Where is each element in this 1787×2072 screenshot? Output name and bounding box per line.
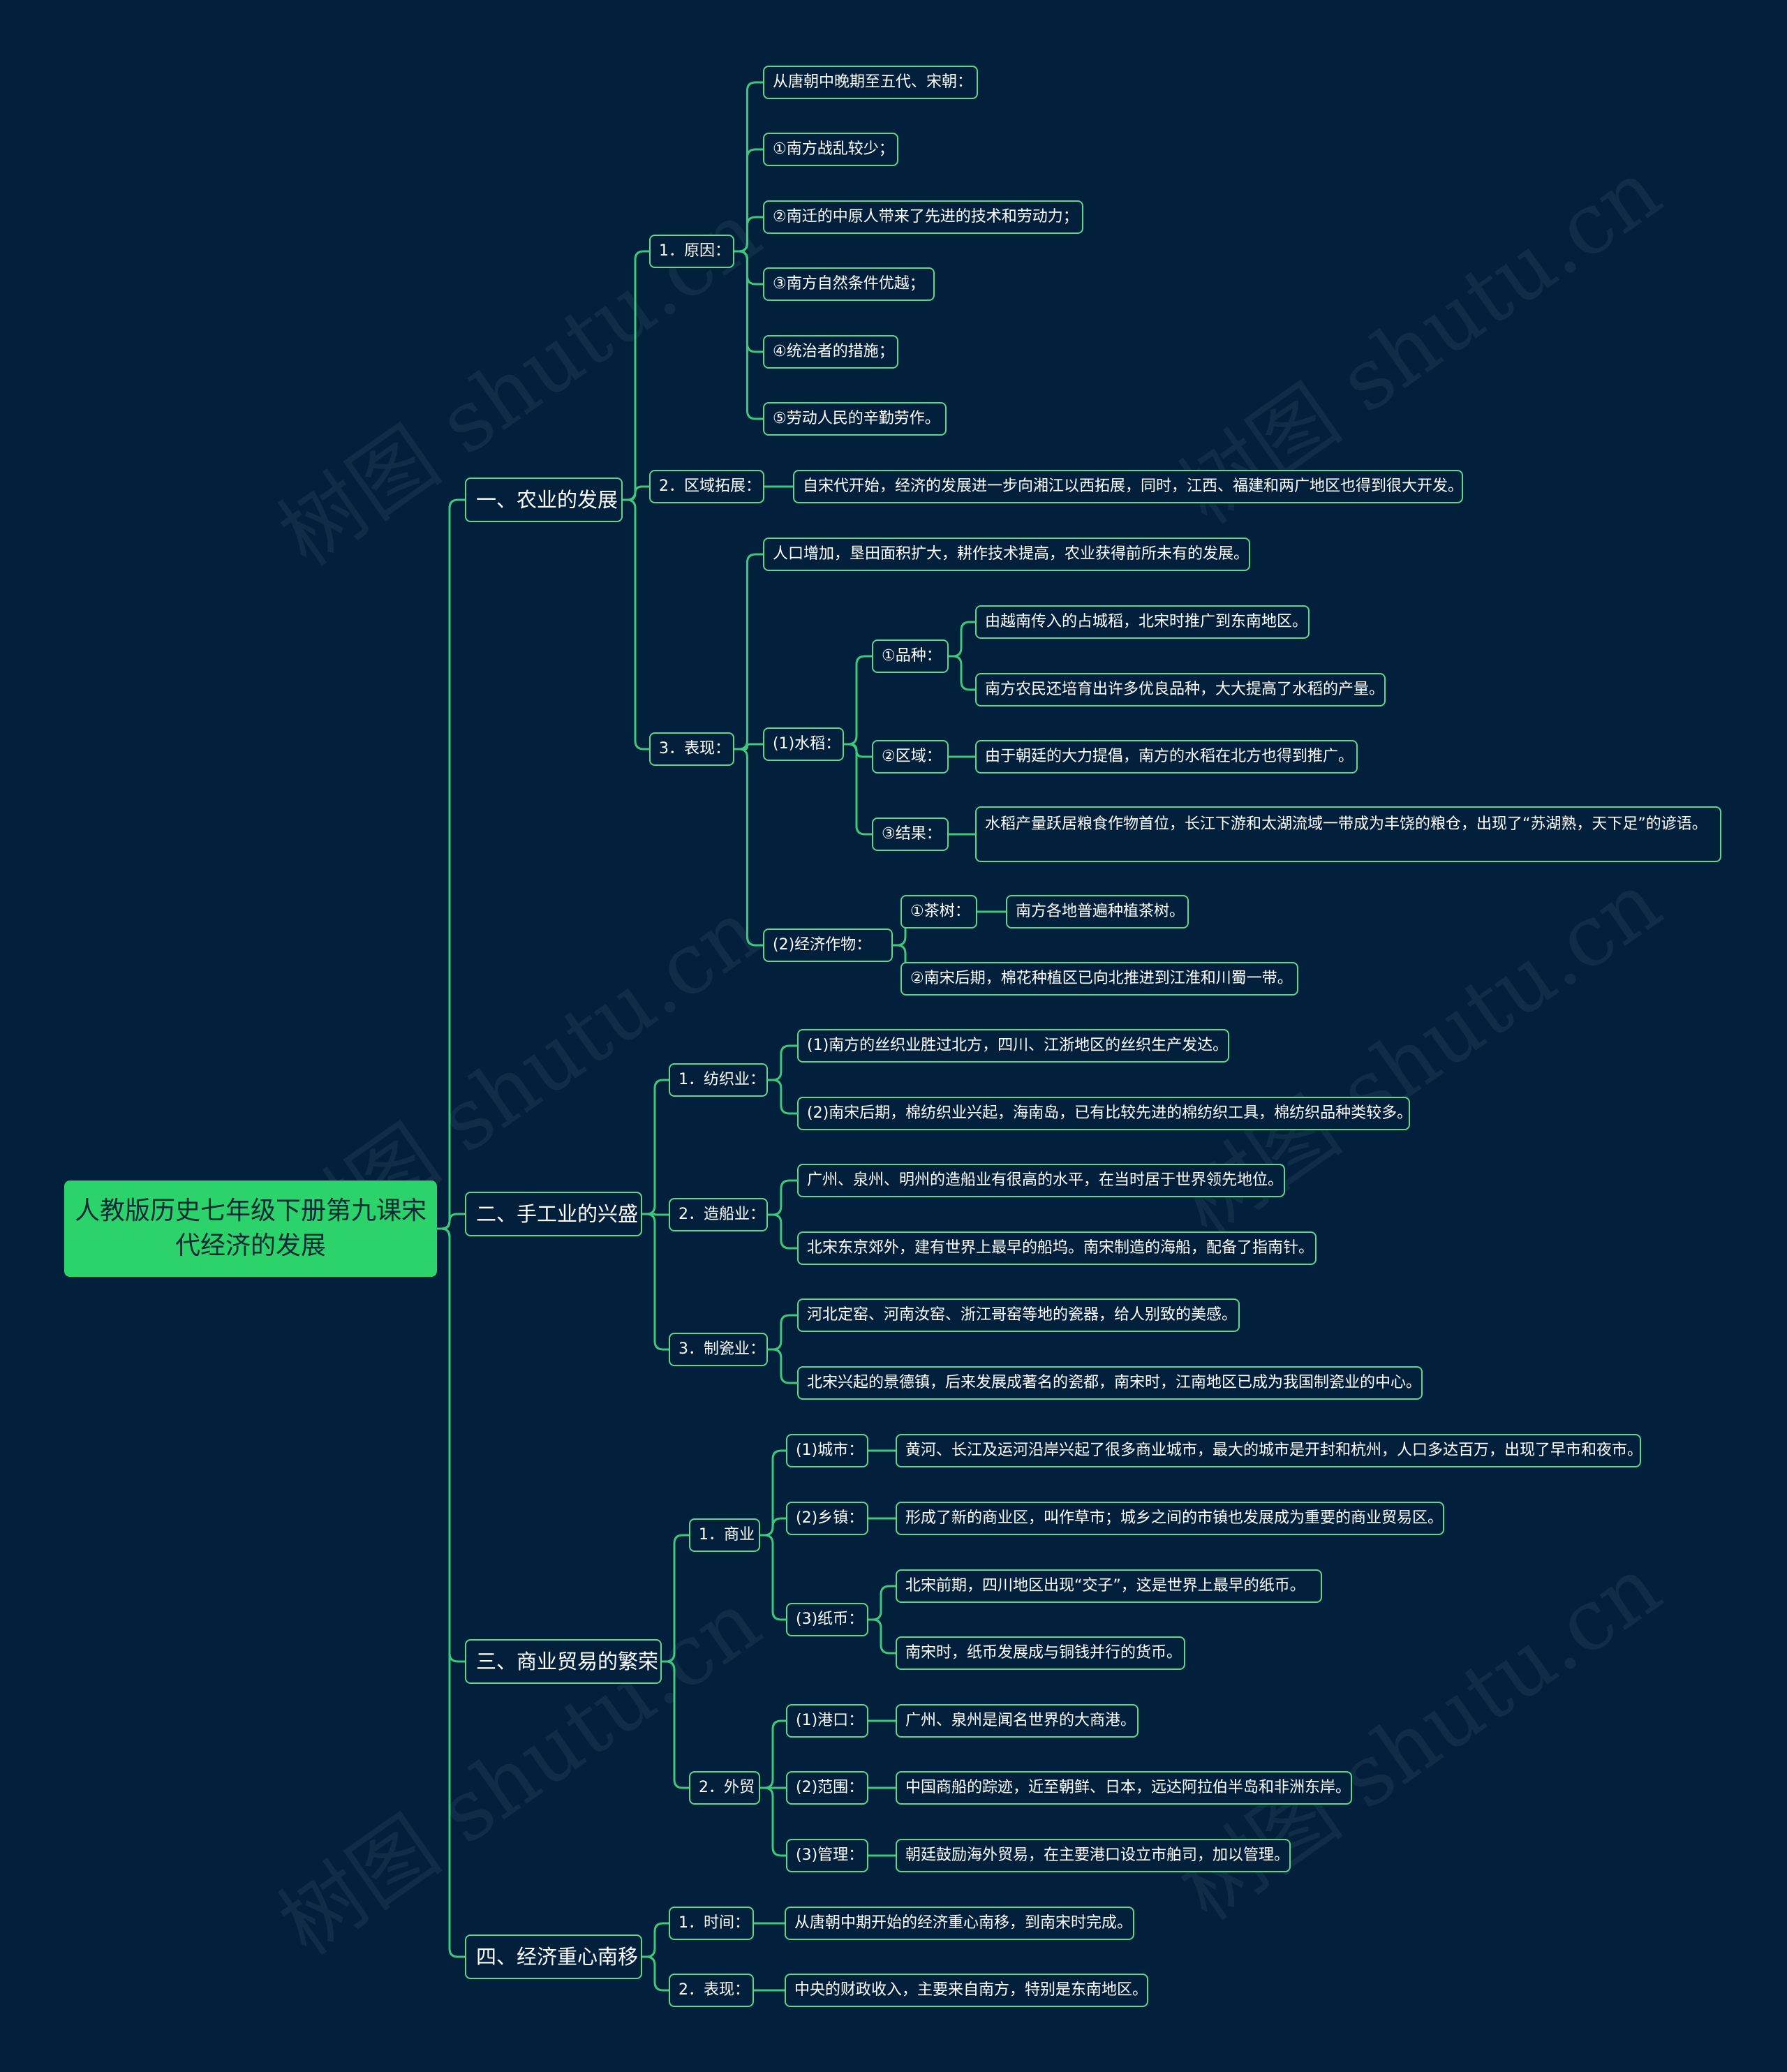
topic-s1-3c1[interactable]: ①茶树： [900, 895, 977, 928]
connector-s1_3-s1_3b [734, 743, 763, 750]
topic-s3-1a[interactable]: (1)城市： [786, 1434, 868, 1467]
topic-s4-2a[interactable]: 中央的财政收入，主要来自南方，特别是东南地区。 [785, 1974, 1148, 2007]
topic-s1-1e[interactable]: ④统治者的措施； [763, 335, 898, 369]
topic-s1-3c2[interactable]: ②南宋后期，棉花种植区已向北推进到江淮和川蜀一带。 [900, 962, 1298, 996]
root-topic[interactable]: 人教版历史七年级下册第九课宋代经济的发展 [64, 1181, 437, 1277]
connector-s1_1-s1_1c [734, 216, 763, 253]
topic-s4-2[interactable]: 2．表现： [669, 1974, 754, 2007]
connector-s2_3-s2_3a [768, 1314, 797, 1351]
connector-s1_1-s1_1d [734, 250, 763, 286]
connector-root-s2 [437, 1213, 465, 1230]
topic-s1-3b1a[interactable]: 由越南传入的占城稻，北宋时推广到东南地区。 [975, 605, 1310, 639]
connector-s3-s3_1 [662, 1534, 689, 1663]
connector-s2-s2_3 [642, 1213, 669, 1351]
topic-s3-1c2[interactable]: 南宋时，纸币发展成与铜钱并行的货币。 [896, 1636, 1185, 1670]
connector-root-s4 [437, 1227, 465, 1958]
connector-s2_2-s2_2b [768, 1213, 797, 1250]
topic-s2-1a[interactable]: (1)南方的丝织业胜过北方，四川、江浙地区的丝织生产发达。 [797, 1029, 1229, 1063]
connector-s3_2-s3_2a [760, 1719, 786, 1789]
topic-s3-1b[interactable]: (2)乡镇： [786, 1502, 868, 1535]
topic-s2-3[interactable]: 3．制瓷业： [669, 1333, 768, 1366]
topic-s2-1[interactable]: 1．纺织业： [669, 1063, 768, 1097]
connector-s1_3b-s1_3b2 [844, 743, 872, 758]
topic-s2-3a[interactable]: 河北定窑、河南汝窑、浙江哥窑等地的瓷器，给人别致的美感。 [797, 1298, 1240, 1332]
topic-s2-2b[interactable]: 北宋东京郊外，建有世界上最早的船坞。南宋制造的海船，配备了指南针。 [797, 1231, 1317, 1265]
connector-s3-s3_2 [662, 1660, 689, 1789]
topic-s1-2a[interactable]: 自宋代开始，经济的发展进一步向湘江以西拓展，同时，江西、福建和两广地区也得到很大… [793, 470, 1463, 503]
topic-s1[interactable]: 一、农业的发展 [465, 478, 623, 522]
topic-s3-2b[interactable]: (2)范围： [786, 1771, 868, 1805]
connector-s1_3-s1_3a [734, 553, 763, 750]
topic-s3-2b1[interactable]: 中国商船的踪迹，近至朝鲜、日本，远达阿拉伯半岛和非洲东岸。 [896, 1771, 1352, 1805]
topic-s2-3b[interactable]: 北宋兴起的景德镇，后来发展成著名的瓷都，南宋时，江南地区已成为我国制瓷业的中心。 [797, 1366, 1423, 1400]
topic-s1-3b1b[interactable]: 南方农民还培育出许多优良品种，大大提高了水稻的产量。 [975, 673, 1386, 706]
topic-s1-1b[interactable]: ①南方战乱较少； [763, 133, 898, 166]
topic-s3-1c1[interactable]: 北宋前期，四川地区出现“交子”，这是世界上最早的纸币。 [896, 1569, 1322, 1603]
topic-s1-3a[interactable]: 人口增加，垦田面积扩大，耕作技术提高，农业获得前所未有的发展。 [763, 538, 1250, 571]
topic-s3-1a1[interactable]: 黄河、长江及运河沿岸兴起了很多商业城市，最大的城市是开封和杭州，人口多达百万，出… [896, 1434, 1643, 1467]
topic-s1-1a[interactable]: 从唐朝中晚期至五代、宋朝： [763, 66, 978, 99]
topic-s3-1[interactable]: 1．商业 [689, 1518, 760, 1552]
connector-s2-s2_1 [642, 1079, 669, 1215]
topic-s2-1b[interactable]: (2)南宋后期，棉纺织业兴起，海南岛，已有比较先进的棉纺织工具，棉纺织品种类较多… [797, 1097, 1412, 1130]
connector-s3_1c-s3_1c2 [868, 1618, 896, 1655]
topic-s1-3[interactable]: 3．表现： [649, 732, 734, 766]
connector-s2_2-s2_2a [768, 1179, 797, 1216]
topic-s1-3c[interactable]: (2)经济作物： [763, 928, 893, 962]
connector-s1_3b-s1_3b3 [844, 743, 872, 836]
topic-s1-3c1a[interactable]: 南方各地普遍种植茶树。 [1006, 895, 1189, 928]
topic-s1-3b3[interactable]: ③结果： [872, 817, 949, 851]
topic-s4-1[interactable]: 1．时间： [669, 1907, 754, 1940]
connector-s1_3b1-s1_3b1a [949, 621, 975, 658]
topic-s2[interactable]: 二、手工业的兴盛 [465, 1192, 642, 1236]
topic-s1-3b[interactable]: (1)水稻： [763, 727, 844, 761]
connector-s3_1c-s3_1c1 [868, 1585, 896, 1621]
topic-s1-1d[interactable]: ③南方自然条件优越； [763, 267, 935, 301]
topic-s1-3b3a[interactable]: 水稻产量跃居粮食作物首位，长江下游和太湖流域一带成为丰饶的粮仓，出现了“苏湖熟，… [975, 806, 1721, 862]
topic-s1-3b2[interactable]: ②区域： [872, 740, 949, 774]
connector-s1_1-s1_1e [734, 250, 763, 353]
topic-s3-2[interactable]: 2．外贸 [689, 1771, 760, 1805]
connector-s1_1-s1_1a [734, 81, 763, 253]
connector-s1_3b1-s1_3b1b [949, 655, 975, 691]
connector-s4-s4_1 [642, 1922, 669, 1958]
connector-s2_3-s2_3b [768, 1348, 797, 1384]
topic-s1-1c[interactable]: ②南迁的中原人带来了先进的技术和劳动力； [763, 200, 1083, 234]
topic-s1-3b2a[interactable]: 由于朝廷的大力提倡，南方的水稻在北方也得到推广。 [975, 740, 1358, 774]
topic-s4[interactable]: 四、经济重心南移 [465, 1934, 642, 1979]
topic-s3-2c1[interactable]: 朝廷鼓励海外贸易，在主要港口设立市舶司，加以管理。 [896, 1839, 1291, 1872]
connector-s1_1-s1_1b [734, 148, 763, 253]
topic-s1-1[interactable]: 1．原因： [649, 235, 734, 268]
connector-s2-s2_2 [642, 1213, 669, 1216]
connector-s1_1-s1_1f [734, 250, 763, 420]
connector-s1-s1_1 [623, 250, 649, 501]
topic-s1-2[interactable]: 2．区域拓展： [649, 470, 764, 503]
connector-root-s3 [437, 1227, 465, 1663]
topic-s3-1b1[interactable]: 形成了新的商业区，叫作草市；城乡之间的市镇也发展成为重要的商业贸易区。 [896, 1502, 1444, 1535]
topic-s1-3b1[interactable]: ①品种： [872, 639, 949, 673]
topic-s3-2a1[interactable]: 广州、泉州是闻名世界的大商港。 [896, 1704, 1139, 1738]
connector-s2_1-s2_1a [768, 1044, 797, 1081]
connector-s3_2-s3_2c [760, 1786, 786, 1857]
topic-s3[interactable]: 三、商业贸易的繁荣 [465, 1639, 662, 1684]
topic-s3-2a[interactable]: (1)港口： [786, 1704, 868, 1738]
topic-s1-1f[interactable]: ⑤劳动人民的辛勤劳作。 [763, 402, 947, 436]
connector-s3_1-s3_1c [760, 1534, 786, 1621]
topic-s2-2a[interactable]: 广州、泉州、明州的造船业有很高的水平，在当时居于世界领先地位。 [797, 1164, 1285, 1197]
connector-s2_1-s2_1b [768, 1079, 797, 1115]
topic-s3-1c[interactable]: (3)纸币： [786, 1603, 868, 1636]
connector-s4-s4_2 [642, 1955, 669, 1992]
connector-s1-s1_3 [623, 498, 649, 750]
connector-s1_3b-s1_3b1 [844, 655, 872, 746]
topic-s4-1a[interactable]: 从唐朝中期开始的经济重心南移，到南宋时完成。 [785, 1907, 1134, 1940]
topic-s2-2[interactable]: 2．造船业： [669, 1198, 768, 1231]
connector-root-s1 [437, 498, 465, 1230]
connector-s1-s1_2 [623, 485, 649, 501]
connector-s1_3-s1_3c [734, 748, 763, 947]
topic-s3-2c[interactable]: (3)管理： [786, 1839, 868, 1872]
